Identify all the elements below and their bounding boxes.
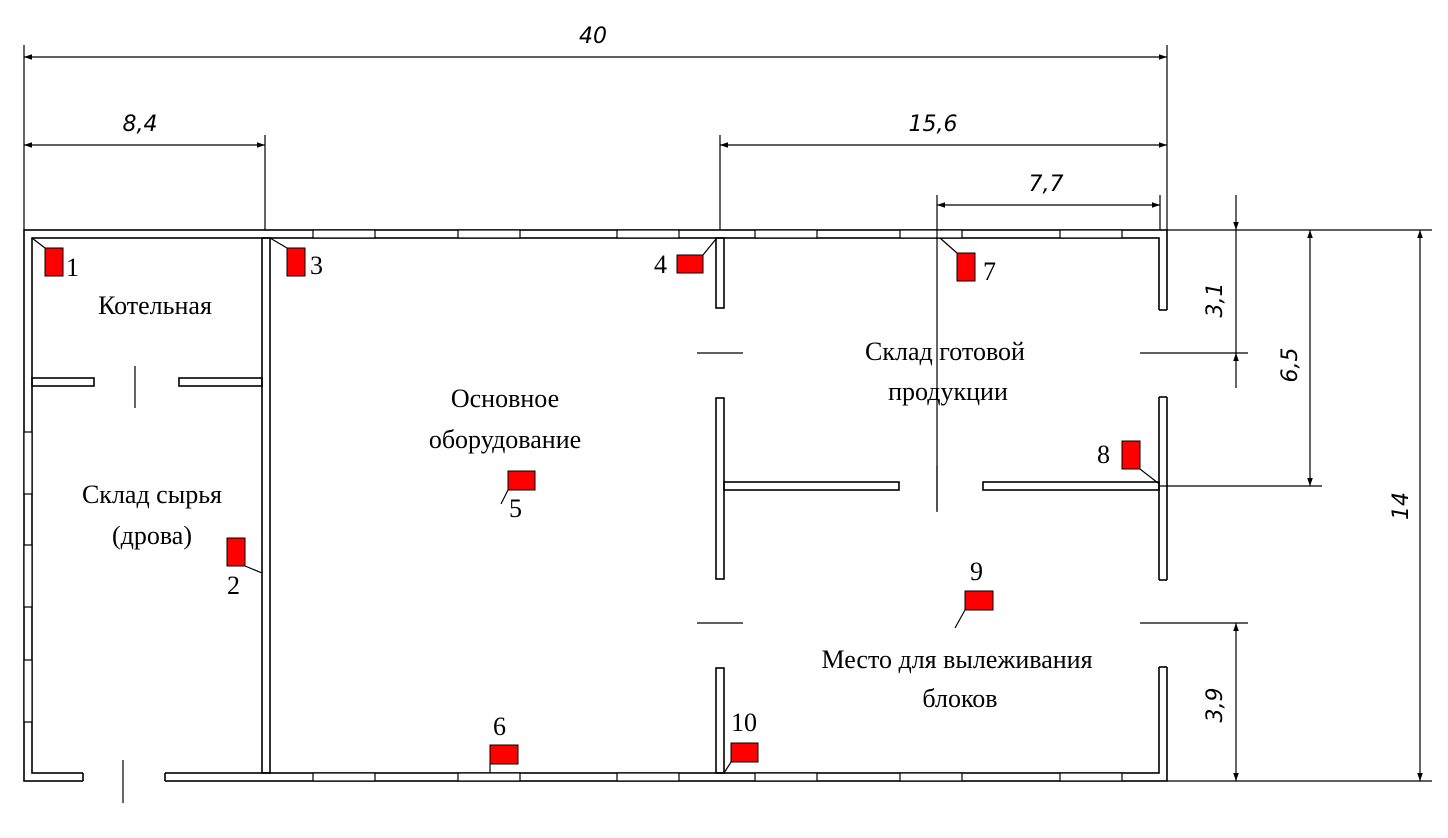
room-finished-line2: продукции	[888, 377, 1008, 406]
sensor-4: 4	[654, 238, 717, 279]
room-curing-line2: блоков	[922, 684, 997, 713]
wall-boiler-raw	[31, 366, 263, 408]
room-finished-line1: Склад готовой	[865, 337, 1025, 366]
top-windows	[312, 229, 1123, 239]
sensor-6: 6	[489, 712, 519, 773]
room-raw-line2: (дрова)	[112, 521, 192, 550]
sensor-7: 7	[939, 237, 996, 286]
sensor-5: 5	[500, 470, 536, 523]
sensor-1: 1	[31, 237, 79, 282]
room-main-line2: оборудование	[429, 425, 581, 454]
dim-3-1: 3,1	[1203, 283, 1228, 318]
sensor-2-label: 2	[227, 571, 240, 600]
left-windows	[23, 431, 33, 723]
sensor-3: 3	[269, 237, 323, 280]
bottom-windows	[312, 772, 1123, 782]
sensor-10-label: 10	[731, 708, 757, 737]
outer-walls	[23, 229, 1168, 782]
sensor-2: 2	[226, 537, 263, 600]
dim-3-9: 3,9	[1203, 688, 1228, 723]
sensor-9-label: 9	[970, 557, 983, 586]
sensor-9: 9	[954, 557, 994, 629]
dim-total-length: 40	[579, 24, 607, 49]
entrance-gap	[83, 772, 165, 783]
wall-main-right	[697, 237, 743, 774]
sensor-8-label: 8	[1097, 440, 1110, 469]
wall-left-main	[261, 237, 271, 774]
sensor-7-label: 7	[983, 257, 996, 286]
room-curing-line1: Место для вылеживания	[821, 645, 1092, 674]
room-raw-line1: Склад сырья	[82, 480, 222, 509]
room-main-line1: Основное	[451, 384, 559, 413]
wall-finished-curing	[723, 466, 1160, 512]
sensor-5-label: 5	[509, 494, 522, 523]
dim-total-depth: 14	[1389, 492, 1414, 520]
room-boiler: Котельная	[98, 291, 212, 320]
dim-right-block: 15,6	[909, 112, 958, 137]
sensor-6-label: 6	[493, 712, 506, 741]
sensor-8: 8	[1097, 440, 1159, 484]
dim-6-5: 6,5	[1278, 348, 1303, 383]
sensor-3-label: 3	[310, 251, 323, 280]
dim-finished-width: 7,7	[1029, 172, 1064, 197]
sensor-10: 10	[723, 708, 759, 774]
dim-boiler-width: 8,4	[123, 112, 158, 137]
dimension-lines	[23, 45, 1432, 782]
sensor-4-label: 4	[654, 250, 667, 279]
sensor-1-label: 1	[66, 253, 79, 282]
